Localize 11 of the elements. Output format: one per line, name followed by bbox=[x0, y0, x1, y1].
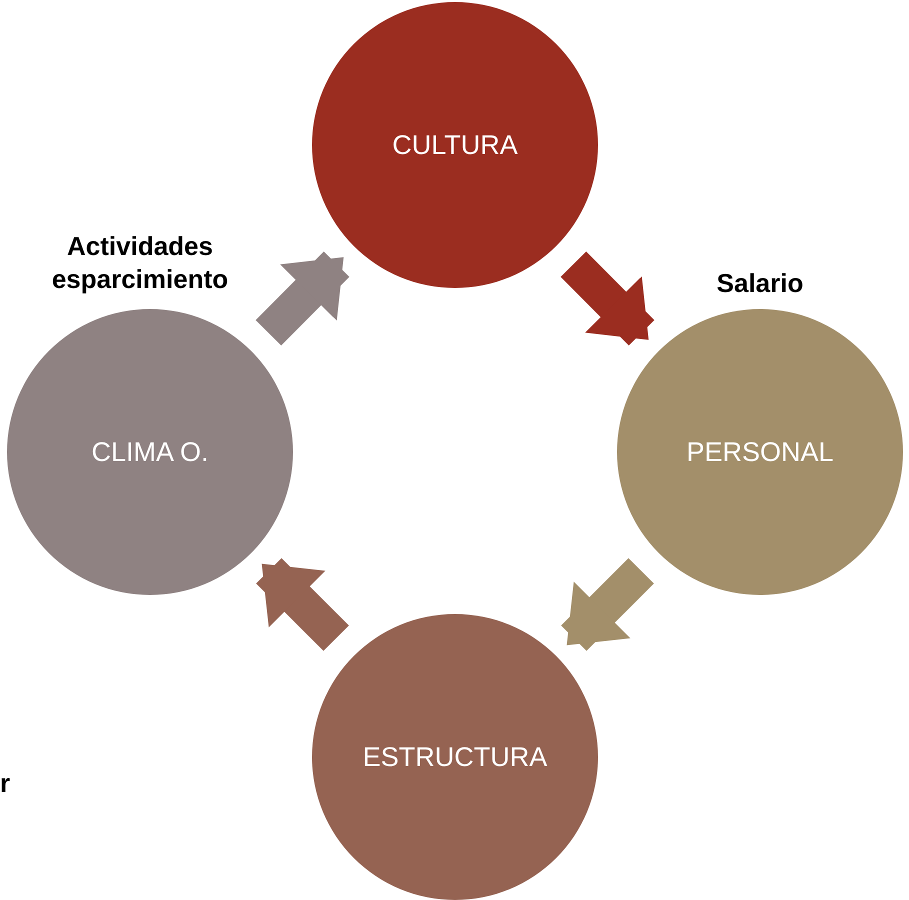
block-arrow bbox=[561, 558, 654, 651]
block-arrow bbox=[256, 252, 350, 346]
text-fragment: r bbox=[0, 768, 10, 799]
block-arrow bbox=[256, 558, 349, 651]
edge-label: Salario bbox=[716, 267, 804, 300]
node-label: CLIMA O. bbox=[91, 436, 209, 468]
block-arrow bbox=[560, 252, 654, 346]
node-label: ESTRUCTURA bbox=[362, 742, 548, 772]
node-label: PERSONAL bbox=[686, 436, 834, 468]
edge-label: Actividades esparcimiento bbox=[50, 230, 230, 295]
node-label: CULTURA bbox=[392, 130, 518, 160]
